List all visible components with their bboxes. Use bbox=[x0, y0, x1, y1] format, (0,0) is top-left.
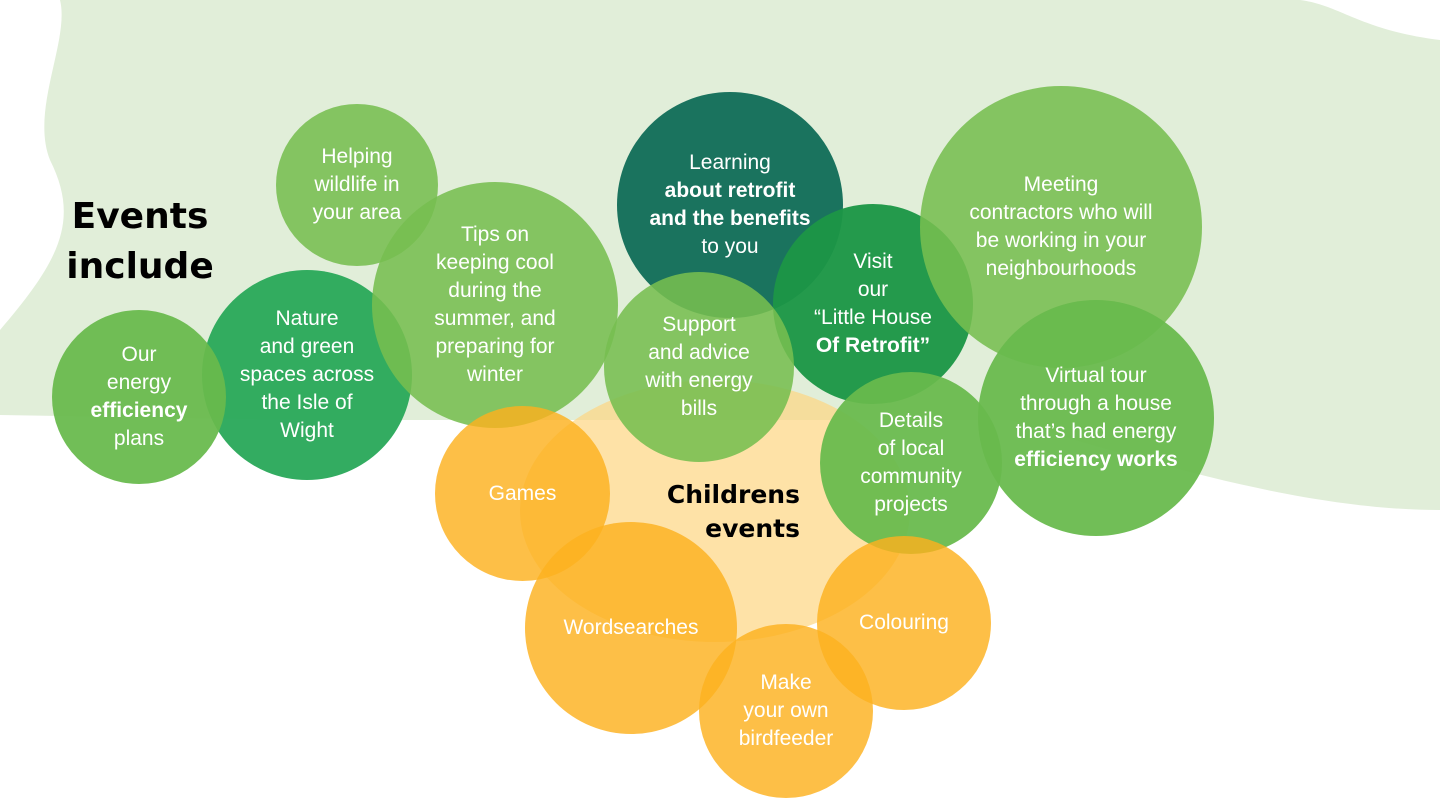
bubble-text-line: plans bbox=[113, 427, 165, 450]
bubble-virtual-tour: Virtual tour through a house that’s had en… bbox=[978, 300, 1214, 536]
bubble-text-line: birdfeeder bbox=[738, 727, 834, 750]
bubble-support-energy-bills: Support and advice with energy bills bbox=[604, 272, 794, 462]
bubble-text-line: winter bbox=[466, 363, 524, 386]
bubble-text-line: that’s had energy bbox=[1015, 420, 1177, 443]
bubble-text-line: Visit bbox=[853, 250, 893, 273]
bubble-tips: Tips on keeping cool during the summer, and… bbox=[372, 182, 618, 428]
bubble-text-line: Details bbox=[878, 409, 944, 432]
bubble-text-line: Helping bbox=[321, 145, 393, 168]
bubble-text-line: preparing for bbox=[435, 335, 555, 358]
bubble-text-line: about retrofit bbox=[664, 179, 796, 202]
bubble-text-line: contractors who will bbox=[969, 201, 1153, 224]
bubble-text-line: during the bbox=[448, 279, 542, 302]
bubble-text-line: bills bbox=[680, 397, 718, 420]
bubble-text-line: “Little House bbox=[814, 306, 932, 329]
bubble-text-line: with energy bbox=[645, 369, 753, 392]
bubble-text-line: your own bbox=[743, 699, 829, 722]
bubble-text-line: Support bbox=[662, 313, 736, 336]
bubble-text-line: be working in your bbox=[975, 229, 1147, 252]
bubble-text-line: Our bbox=[121, 343, 157, 366]
childrens-heading-line-1: Childrens bbox=[666, 480, 800, 509]
bubble-birdfeeder: Make your own birdfeeder bbox=[699, 624, 873, 798]
bubble-text-line: and the benefits bbox=[649, 207, 811, 230]
bubble-text-line: Learning bbox=[689, 151, 771, 174]
bubble-text-line: Virtual tour bbox=[1045, 364, 1147, 387]
bubble-text-line: neighbourhoods bbox=[985, 257, 1137, 280]
bubble-text-line: through a house bbox=[1020, 392, 1172, 415]
events-include-heading: Events include bbox=[55, 192, 225, 292]
bubble-text-line: Colouring bbox=[859, 611, 949, 634]
bubble-text-line: your area bbox=[312, 201, 402, 224]
bubble-text-line: energy bbox=[106, 371, 172, 394]
bubble-text-line: and advice bbox=[648, 341, 750, 364]
childrens-events-heading: Childrens events bbox=[620, 478, 800, 546]
bubble-text-line: Games bbox=[488, 481, 557, 505]
bubble-text-line: summer, and bbox=[434, 307, 556, 330]
childrens-heading-line-2: events bbox=[705, 514, 800, 543]
events-heading-line-2: include bbox=[66, 246, 214, 287]
bubble-text-line: efficiency bbox=[90, 399, 188, 422]
bubble-wildlife: Helping wildlife in your area bbox=[276, 104, 438, 266]
bubble-text-line: projects bbox=[874, 493, 948, 516]
bubble-text-line: Wight bbox=[280, 419, 334, 442]
bubble-community-projects: Details of local community projects bbox=[820, 372, 1002, 554]
bubble-text-line: keeping cool bbox=[436, 251, 554, 274]
bubble-text-line: wildlife in bbox=[314, 173, 400, 196]
bubble-energy-efficiency: Our energy efficiency plans bbox=[52, 310, 226, 484]
events-heading-line-1: Events bbox=[71, 196, 209, 237]
bubble-text-line: spaces across bbox=[239, 363, 375, 386]
bubble-text-line: efficiency works bbox=[1014, 448, 1178, 471]
bubble-text-line: and green bbox=[259, 335, 355, 358]
bubble-text-line: Meeting bbox=[1023, 173, 1099, 196]
bubble-text-line: community bbox=[860, 465, 962, 488]
bubble-text-line: our bbox=[857, 278, 889, 301]
bubble-text-line: to you bbox=[701, 235, 759, 258]
bubble-text-line: Wordsearches bbox=[563, 616, 699, 639]
bubble-text-line: the Isle of bbox=[261, 391, 353, 414]
bubble-text-line: Of Retrofit” bbox=[815, 334, 931, 357]
bubble-text-line: Nature bbox=[275, 307, 339, 330]
bubble-text-line: Make bbox=[760, 671, 812, 694]
bubble-text-line: Tips on bbox=[460, 223, 530, 246]
bubble-text-line: of local bbox=[877, 437, 945, 460]
bubble-little-house-visit: Visit our “Little House Of Retrofit” bbox=[773, 204, 973, 404]
